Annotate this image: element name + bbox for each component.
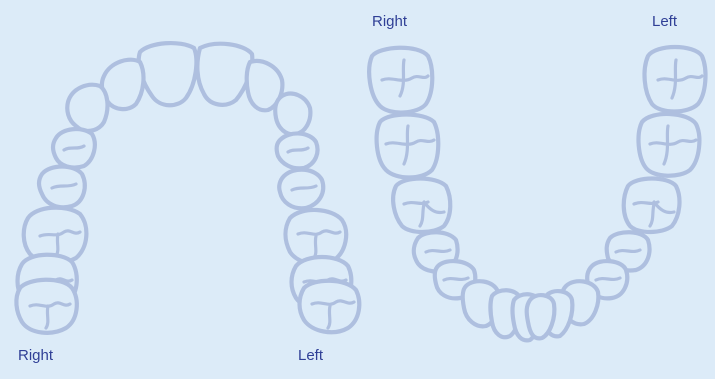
lower-arch-right-label: Right	[372, 14, 407, 30]
tooth-upper-left-central-incisor	[197, 44, 252, 105]
tooth-upper-right-central-incisor	[139, 43, 197, 105]
lower-arch	[369, 47, 705, 340]
lower-arch-left-label: Left	[652, 14, 677, 30]
tooth-upper-right-canine	[67, 85, 107, 131]
tooth-upper-left-canine	[275, 94, 310, 135]
upper-arch-right-label: Right	[18, 348, 53, 364]
tooth-lower-left-central-incisor	[527, 295, 555, 338]
upper-arch	[16, 43, 359, 333]
upper-arch-left-label: Left	[298, 348, 323, 364]
